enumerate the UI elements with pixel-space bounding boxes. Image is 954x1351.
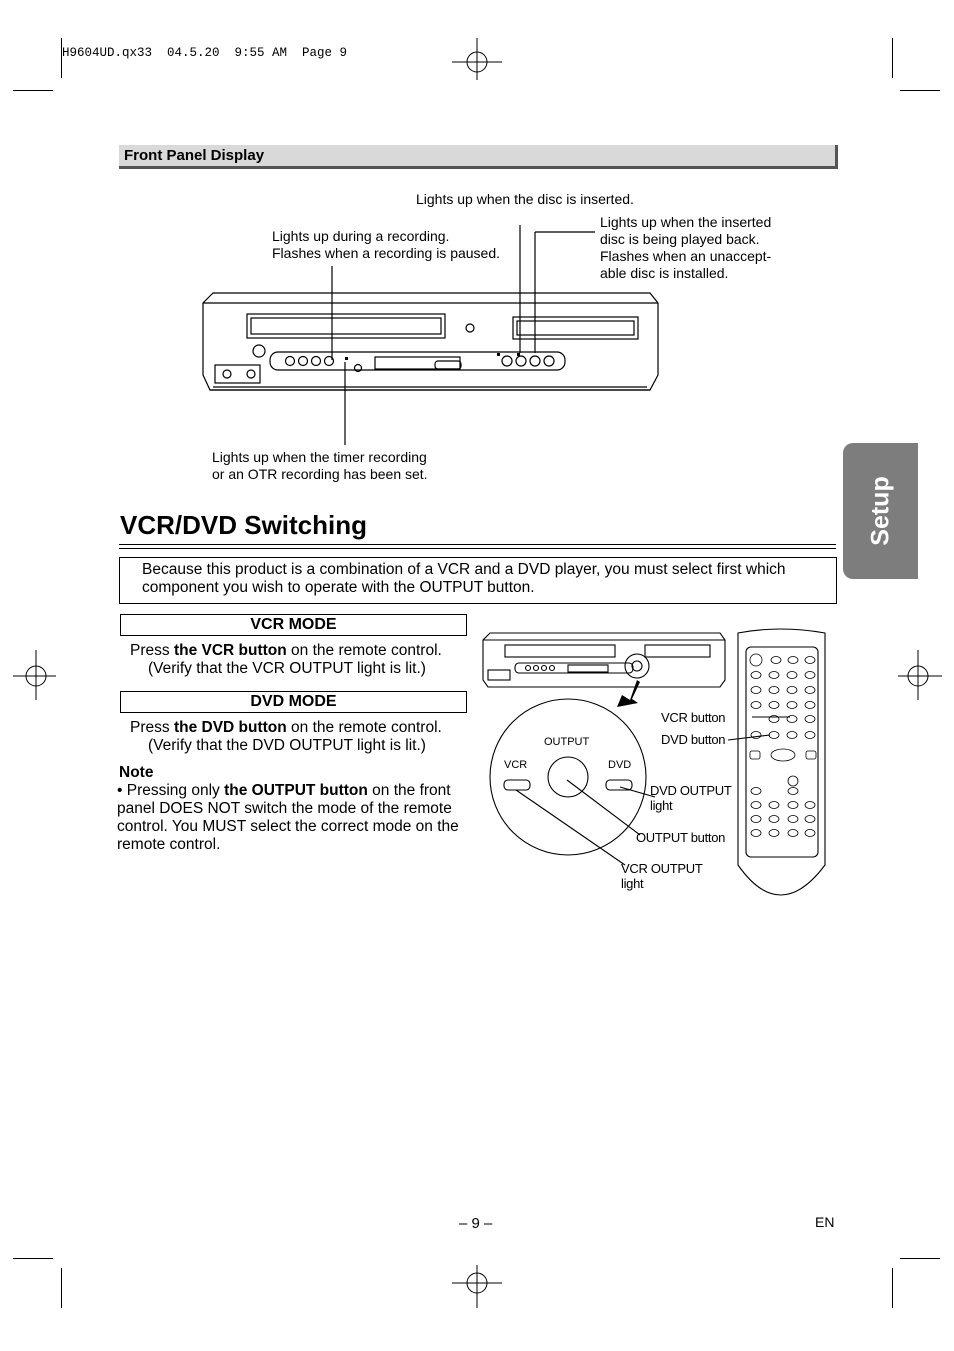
section-title: Front Panel Display xyxy=(124,147,265,164)
intro-box: Because this product is a combination of… xyxy=(119,557,837,604)
dvd-button-label: DVD button xyxy=(661,732,726,747)
dvd-mode-pre: Press xyxy=(130,719,174,736)
print-header: H9604UD.qx33 04.5.20 9:55 AM Page 9 xyxy=(62,46,348,60)
dvd-mode-bold: the DVD button xyxy=(173,719,287,736)
diagram-output-label: OUTPUT xyxy=(544,736,590,748)
callout-played-line4: able disc is installed. xyxy=(600,265,729,281)
dvd-mode-title: DVD MODE xyxy=(120,691,467,713)
vcr-mode-post: on the remote control. xyxy=(286,642,442,659)
note-pre: • Pressing only xyxy=(117,782,225,799)
vcr-mode-pre: Press xyxy=(130,642,174,659)
section-header-bar: Front Panel Display xyxy=(119,145,838,169)
setup-tab-label: Setup xyxy=(866,476,894,546)
note-post: on the front panel DOES NOT switch the m… xyxy=(117,782,459,853)
diagram-vcr-label: VCR xyxy=(504,759,528,771)
setup-tab: Setup xyxy=(843,443,918,579)
output-button-label: OUTPUT button xyxy=(636,830,726,845)
dvd-mode-line2: (Verify that the DVD OUTPUT light is lit… xyxy=(148,737,426,754)
callout-played-line2: disc is being played back. xyxy=(600,231,760,247)
vcr-output-light-label: VCR OUTPUT light xyxy=(621,861,703,891)
dvd-output-line2: light xyxy=(650,798,673,813)
vcr-button-label: VCR button xyxy=(661,710,726,725)
intro-line2: component you wish to operate with the O… xyxy=(142,579,535,596)
dvd-output-light-label: DVD OUTPUT light xyxy=(650,783,732,813)
language-code: EN xyxy=(815,1214,835,1230)
dvd-mode-instructions: Press the DVD button on the remote contr… xyxy=(130,719,475,755)
dvd-output-line1: DVD OUTPUT xyxy=(650,783,732,798)
intro-text: Because this product is a combination of… xyxy=(142,561,822,597)
heading-rule-top xyxy=(119,544,836,545)
vcr-mode-instructions: Press the VCR button on the remote contr… xyxy=(130,642,475,678)
front-panel-illustration xyxy=(202,225,659,445)
callout-played-line3: Flashes when an unaccept- xyxy=(600,248,772,264)
page-number: – 9 – xyxy=(459,1215,493,1232)
dvd-mode-post: on the remote control. xyxy=(286,719,442,736)
callout-timer-line1: Lights up when the timer recording xyxy=(212,449,427,465)
heading-rule-bottom xyxy=(119,548,836,549)
vcr-mode-bold: the VCR button xyxy=(173,642,287,659)
callout-timer-line2: or an OTR recording has been set. xyxy=(212,466,428,482)
callout-disc-inserted: Lights up when the disc is inserted. xyxy=(416,191,634,207)
vcr-output-line2: light xyxy=(621,876,644,891)
callout-recording-line1: Lights up during a recording. xyxy=(272,228,450,244)
callout-played-line1: Lights up when the inserted xyxy=(600,214,772,230)
note-body: • Pressing only the OUTPUT button on the… xyxy=(117,782,472,854)
diagram-dvd-label: DVD xyxy=(608,759,632,771)
switching-diagram xyxy=(482,628,826,896)
vcr-mode-line2: (Verify that the VCR OUTPUT light is lit… xyxy=(148,660,426,677)
vcr-mode-title: VCR MODE xyxy=(120,614,467,636)
intro-line1: Because this product is a combination of… xyxy=(142,561,786,578)
page-heading: VCR/DVD Switching xyxy=(120,510,368,540)
vcr-output-line1: VCR OUTPUT xyxy=(621,861,703,876)
callout-recording-line2: Flashes when a recording is paused. xyxy=(272,245,501,261)
note-bold: the OUTPUT button xyxy=(224,782,368,799)
note-title: Note xyxy=(119,764,154,781)
